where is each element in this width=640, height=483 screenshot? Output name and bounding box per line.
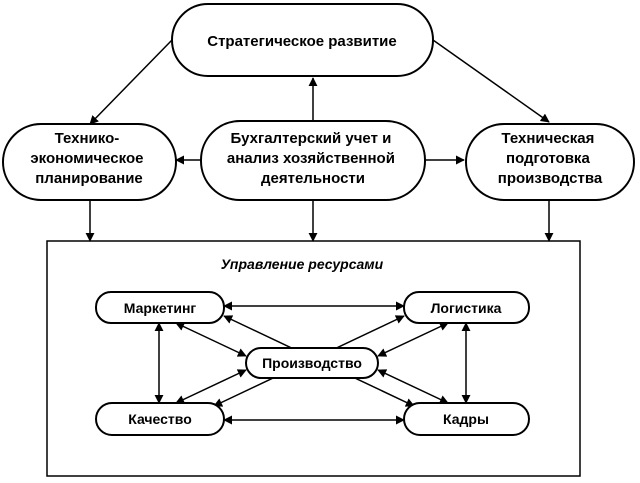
node-personnel: Кадры [403,402,530,436]
resource-frame-title: Управление ресурсами [221,256,384,272]
node-strategic: Стратегическое развитие [171,3,434,77]
node-accounting-label: Бухгалтерский учет и анализ хозяйственно… [227,130,399,187]
node-production-label: Производство [262,355,362,371]
edge-strategic-to-tech-econ [89,39,173,125]
node-marketing: Маркетинг [95,291,225,324]
node-quality-label: Качество [128,411,192,427]
node-tech-econ-label: Технико- экономическое планирование [30,130,147,187]
node-production: Производство [245,347,379,379]
node-tech-prep: Техническая подготовка производства [465,123,635,201]
node-logistics: Логистика [403,291,530,324]
node-tech-econ: Технико- экономическое планирование [2,123,177,201]
node-strategic-label: Стратегическое развитие [207,33,397,50]
node-accounting: Бухгалтерский учет и анализ хозяйственно… [200,120,426,201]
node-logistics-label: Логистика [431,300,502,316]
edge-strategic-to-tech-prep [432,39,550,123]
node-tech-prep-label: Техническая подготовка производства [498,130,603,187]
node-quality: Качество [95,402,225,436]
node-marketing-label: Маркетинг [124,300,197,316]
node-personnel-label: Кадры [443,411,489,427]
